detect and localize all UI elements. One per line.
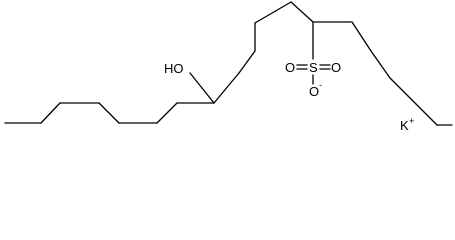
left-alkyl-chain bbox=[4, 102, 215, 124]
bond bbox=[290, 1, 314, 23]
bond bbox=[98, 102, 120, 124]
bond bbox=[414, 102, 438, 126]
sulfur-label: S bbox=[309, 60, 318, 75]
oxygen-left-label: O bbox=[285, 60, 295, 75]
bond bbox=[40, 102, 61, 124]
bond bbox=[156, 102, 178, 124]
sulfonyl-double-bond-left bbox=[296, 64, 308, 70]
bond bbox=[351, 21, 372, 52]
bond bbox=[238, 50, 256, 74]
right-alkyl-chain bbox=[312, 21, 453, 126]
potassium-charge-label: + bbox=[409, 116, 414, 126]
molecule-structure: HO S O O O - K + bbox=[4, 1, 453, 133]
sulfonyl-double-bond-right bbox=[319, 64, 331, 70]
oxygen-bottom-label: O bbox=[309, 84, 319, 99]
bond bbox=[370, 50, 391, 79]
bond bbox=[254, 1, 292, 24]
bond bbox=[213, 72, 240, 104]
hydroxyl-bond bbox=[189, 72, 215, 104]
bond bbox=[389, 77, 416, 104]
potassium-label: K bbox=[400, 118, 409, 133]
middle-alkyl-chain bbox=[213, 1, 314, 104]
oxygen-right-label: O bbox=[331, 60, 341, 75]
hydroxyl-label: HO bbox=[164, 61, 184, 76]
oxygen-charge-label: - bbox=[319, 80, 322, 90]
